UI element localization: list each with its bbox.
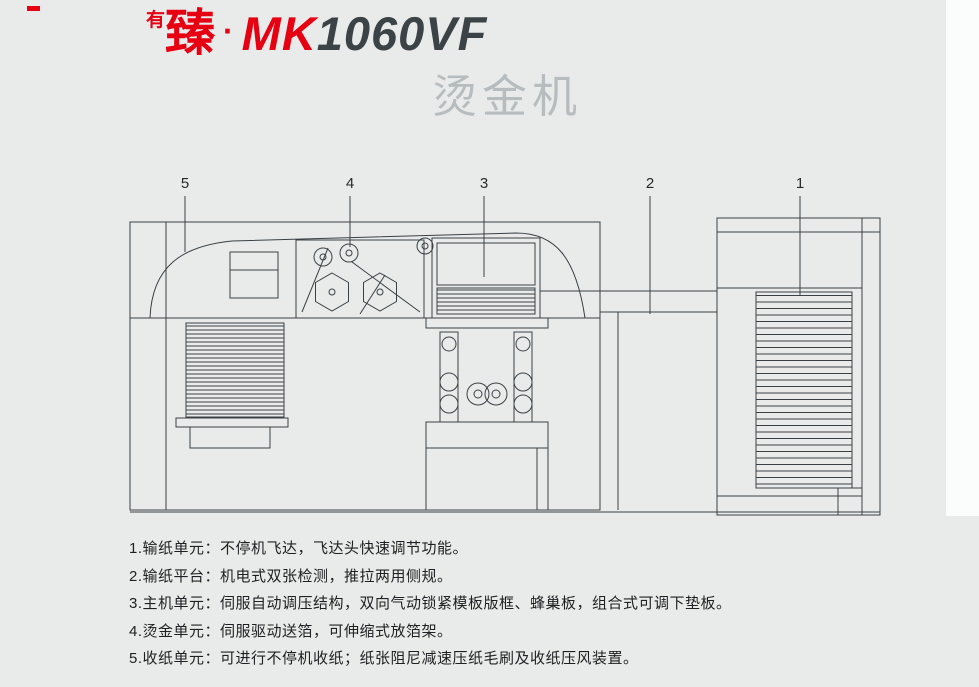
callout-numbers: 5 4 3 2 1 [181, 175, 804, 192]
press-unit-drawing [425, 237, 549, 511]
callout-1: 1 [796, 175, 804, 192]
callout-3: 3 [480, 175, 488, 192]
unit-descriptions: 1.输纸单元：不停机飞达，飞达头快速调节功能。 2.输纸平台：机电式双张检测，推… [129, 541, 732, 679]
model-name-dark: 1060VF [316, 7, 488, 60]
brand-character: 臻 [165, 5, 216, 61]
red-crop-mark [27, 6, 40, 11]
callout-4: 4 [346, 175, 354, 192]
description-line-5: 5.收纸单元：可进行不停机收纸；纸张阻尼减速压纸毛刷及收纸压风装置。 [129, 650, 639, 667]
machine-type-subtitle: 烫金机 [432, 71, 583, 122]
page-margin-strip [946, 0, 979, 516]
feed-platform-drawing [540, 290, 717, 510]
callout-5: 5 [181, 175, 189, 192]
description-line-1: 1.输纸单元：不停机飞达，飞达头快速调节功能。 [129, 540, 469, 557]
feeder-unit-drawing [716, 217, 881, 516]
brand-separator: · [223, 13, 234, 49]
delivery-stack-drawing [175, 322, 289, 449]
callout-2: 2 [646, 175, 654, 192]
foil-unit-drawing [295, 237, 434, 319]
brand-header: 有臻·MK1060VF [146, 8, 487, 58]
brand-prefix: 有 [146, 10, 166, 31]
description-line-3: 3.主机单元：伺服自动调压结构，双向气动锁紧模板版框、蜂巢板，组合式可调下垫板。 [129, 595, 732, 612]
description-line-4: 4.烫金单元：伺服驱动送箔，可伸缩式放箔架。 [129, 622, 453, 640]
machine-drawing [129, 196, 881, 516]
model-name-red: MK [241, 7, 317, 60]
description-line-2: 2.输纸平台：机电式双张检测，推拉两用侧规。 [129, 567, 453, 585]
